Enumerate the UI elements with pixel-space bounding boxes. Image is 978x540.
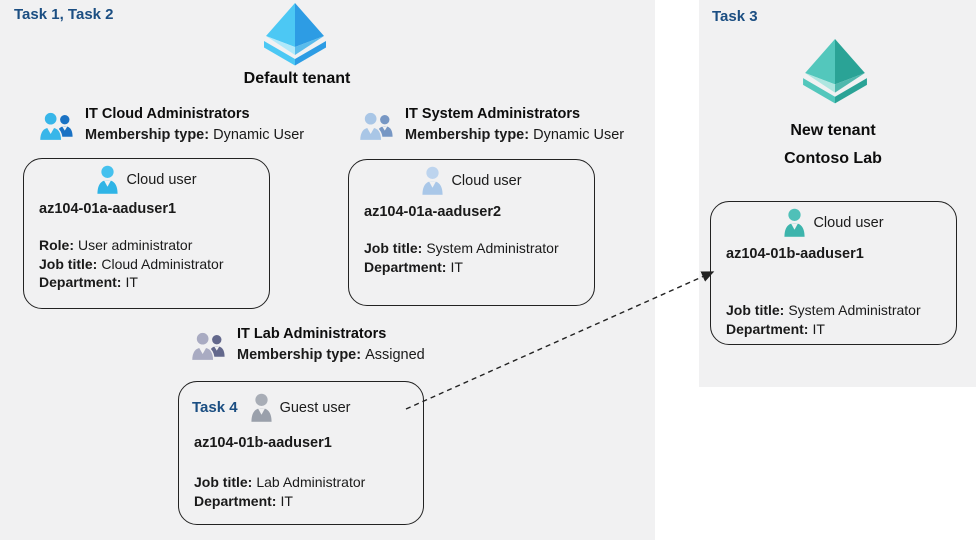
user-type-header: Cloud user xyxy=(711,208,956,237)
new-tenant-user-card: Cloud user az104-01b-aaduser1 Job title:… xyxy=(710,201,957,345)
group-text: IT System Administrators Membership type… xyxy=(405,106,624,143)
group-membership: Membership type:Dynamic User xyxy=(405,127,624,143)
task-3-label: Task 3 xyxy=(712,8,758,25)
guest-user-card: Task 4 Guest user az104-01b-aaduser1 Job… xyxy=(178,381,424,525)
user-type-label: Cloud user xyxy=(813,214,884,231)
membership-type-value: Dynamic User xyxy=(533,127,625,143)
azure-tenant-pyramid-icon-teal xyxy=(797,38,873,106)
user-type-header: Cloud user xyxy=(349,166,594,195)
user-type-label: Guest user xyxy=(279,399,351,416)
user-type-header: Task 4 Guest user xyxy=(179,393,423,422)
guest-user-icon xyxy=(250,393,273,422)
attribute-department: Department:IT xyxy=(39,274,138,290)
user-attributes: Role:User administrator Job title:Cloud … xyxy=(39,236,224,292)
task-1-2-label: Task 1, Task 2 xyxy=(14,6,114,23)
cloud-user-icon xyxy=(421,166,444,195)
user-card-aaduser1: Cloud user az104-01a-aaduser1 Role:User … xyxy=(23,158,270,309)
default-tenant-title: Default tenant xyxy=(243,70,351,87)
group-it-cloud-administrators: IT Cloud Administrators Membership type:… xyxy=(38,106,304,143)
new-tenant-title-line1: New tenant xyxy=(790,122,876,139)
membership-type-label: Membership type: xyxy=(237,347,362,363)
user-name: az104-01a-aaduser1 xyxy=(39,201,177,217)
user-name: az104-01a-aaduser2 xyxy=(364,204,502,220)
new-tenant-title: New tenant Contoso Lab xyxy=(733,117,933,173)
group-it-lab-administrators: IT Lab Administrators Membership type:As… xyxy=(190,326,425,363)
group-membership: Membership type:Dynamic User xyxy=(85,127,304,143)
user-name: az104-01b-aaduser1 xyxy=(726,246,864,262)
group-name: IT Lab Administrators xyxy=(237,326,387,342)
attribute-role: Role:User administrator xyxy=(39,237,193,253)
group-membership: Membership type:Assigned xyxy=(237,347,425,363)
user-attributes: Job title:System Administrator Departmen… xyxy=(364,239,559,276)
user-attributes: Job title:Lab Administrator Department:I… xyxy=(194,473,365,510)
membership-type-value: Assigned xyxy=(365,347,425,363)
group-it-system-administrators: IT System Administrators Membership type… xyxy=(358,106,624,143)
task-4-label: Task 4 xyxy=(192,399,238,416)
membership-type-value: Dynamic User xyxy=(213,127,305,143)
attribute-job-title: Job title:Cloud Administrator xyxy=(39,255,224,272)
cloud-user-icon xyxy=(783,208,806,237)
membership-type-label: Membership type: xyxy=(85,127,210,143)
attribute-job-title: Job title:System Administrator xyxy=(726,302,921,318)
default-tenant-panel xyxy=(0,0,655,540)
group-text: IT Lab Administrators Membership type:As… xyxy=(237,326,425,363)
membership-type-label: Membership type: xyxy=(405,127,530,143)
two-users-icon xyxy=(38,109,75,143)
two-users-icon xyxy=(190,329,227,363)
new-tenant-title-line2: Contoso Lab xyxy=(784,150,882,167)
user-name: az104-01b-aaduser1 xyxy=(194,435,332,451)
user-card-aaduser2: Cloud user az104-01a-aaduser2 Job title:… xyxy=(348,159,595,306)
attribute-department: Department:IT xyxy=(364,258,463,275)
user-type-label: Cloud user xyxy=(126,171,197,188)
azure-tenant-pyramid-icon xyxy=(258,2,332,68)
group-text: IT Cloud Administrators Membership type:… xyxy=(85,106,304,143)
group-name: IT System Administrators xyxy=(405,106,581,122)
attribute-job-title: Job title:System Administrator xyxy=(364,240,559,256)
cloud-user-icon xyxy=(96,165,119,194)
attribute-job-title: Job title:Lab Administrator xyxy=(194,474,366,490)
group-name: IT Cloud Administrators xyxy=(85,106,250,122)
two-users-icon xyxy=(358,109,395,143)
user-type-header: Cloud user xyxy=(24,165,269,194)
user-attributes: Job title:System Administrator Departmen… xyxy=(726,301,921,338)
attribute-department: Department:IT xyxy=(194,492,293,509)
user-type-label: Cloud user xyxy=(451,172,522,189)
attribute-department: Department:IT xyxy=(726,320,825,337)
